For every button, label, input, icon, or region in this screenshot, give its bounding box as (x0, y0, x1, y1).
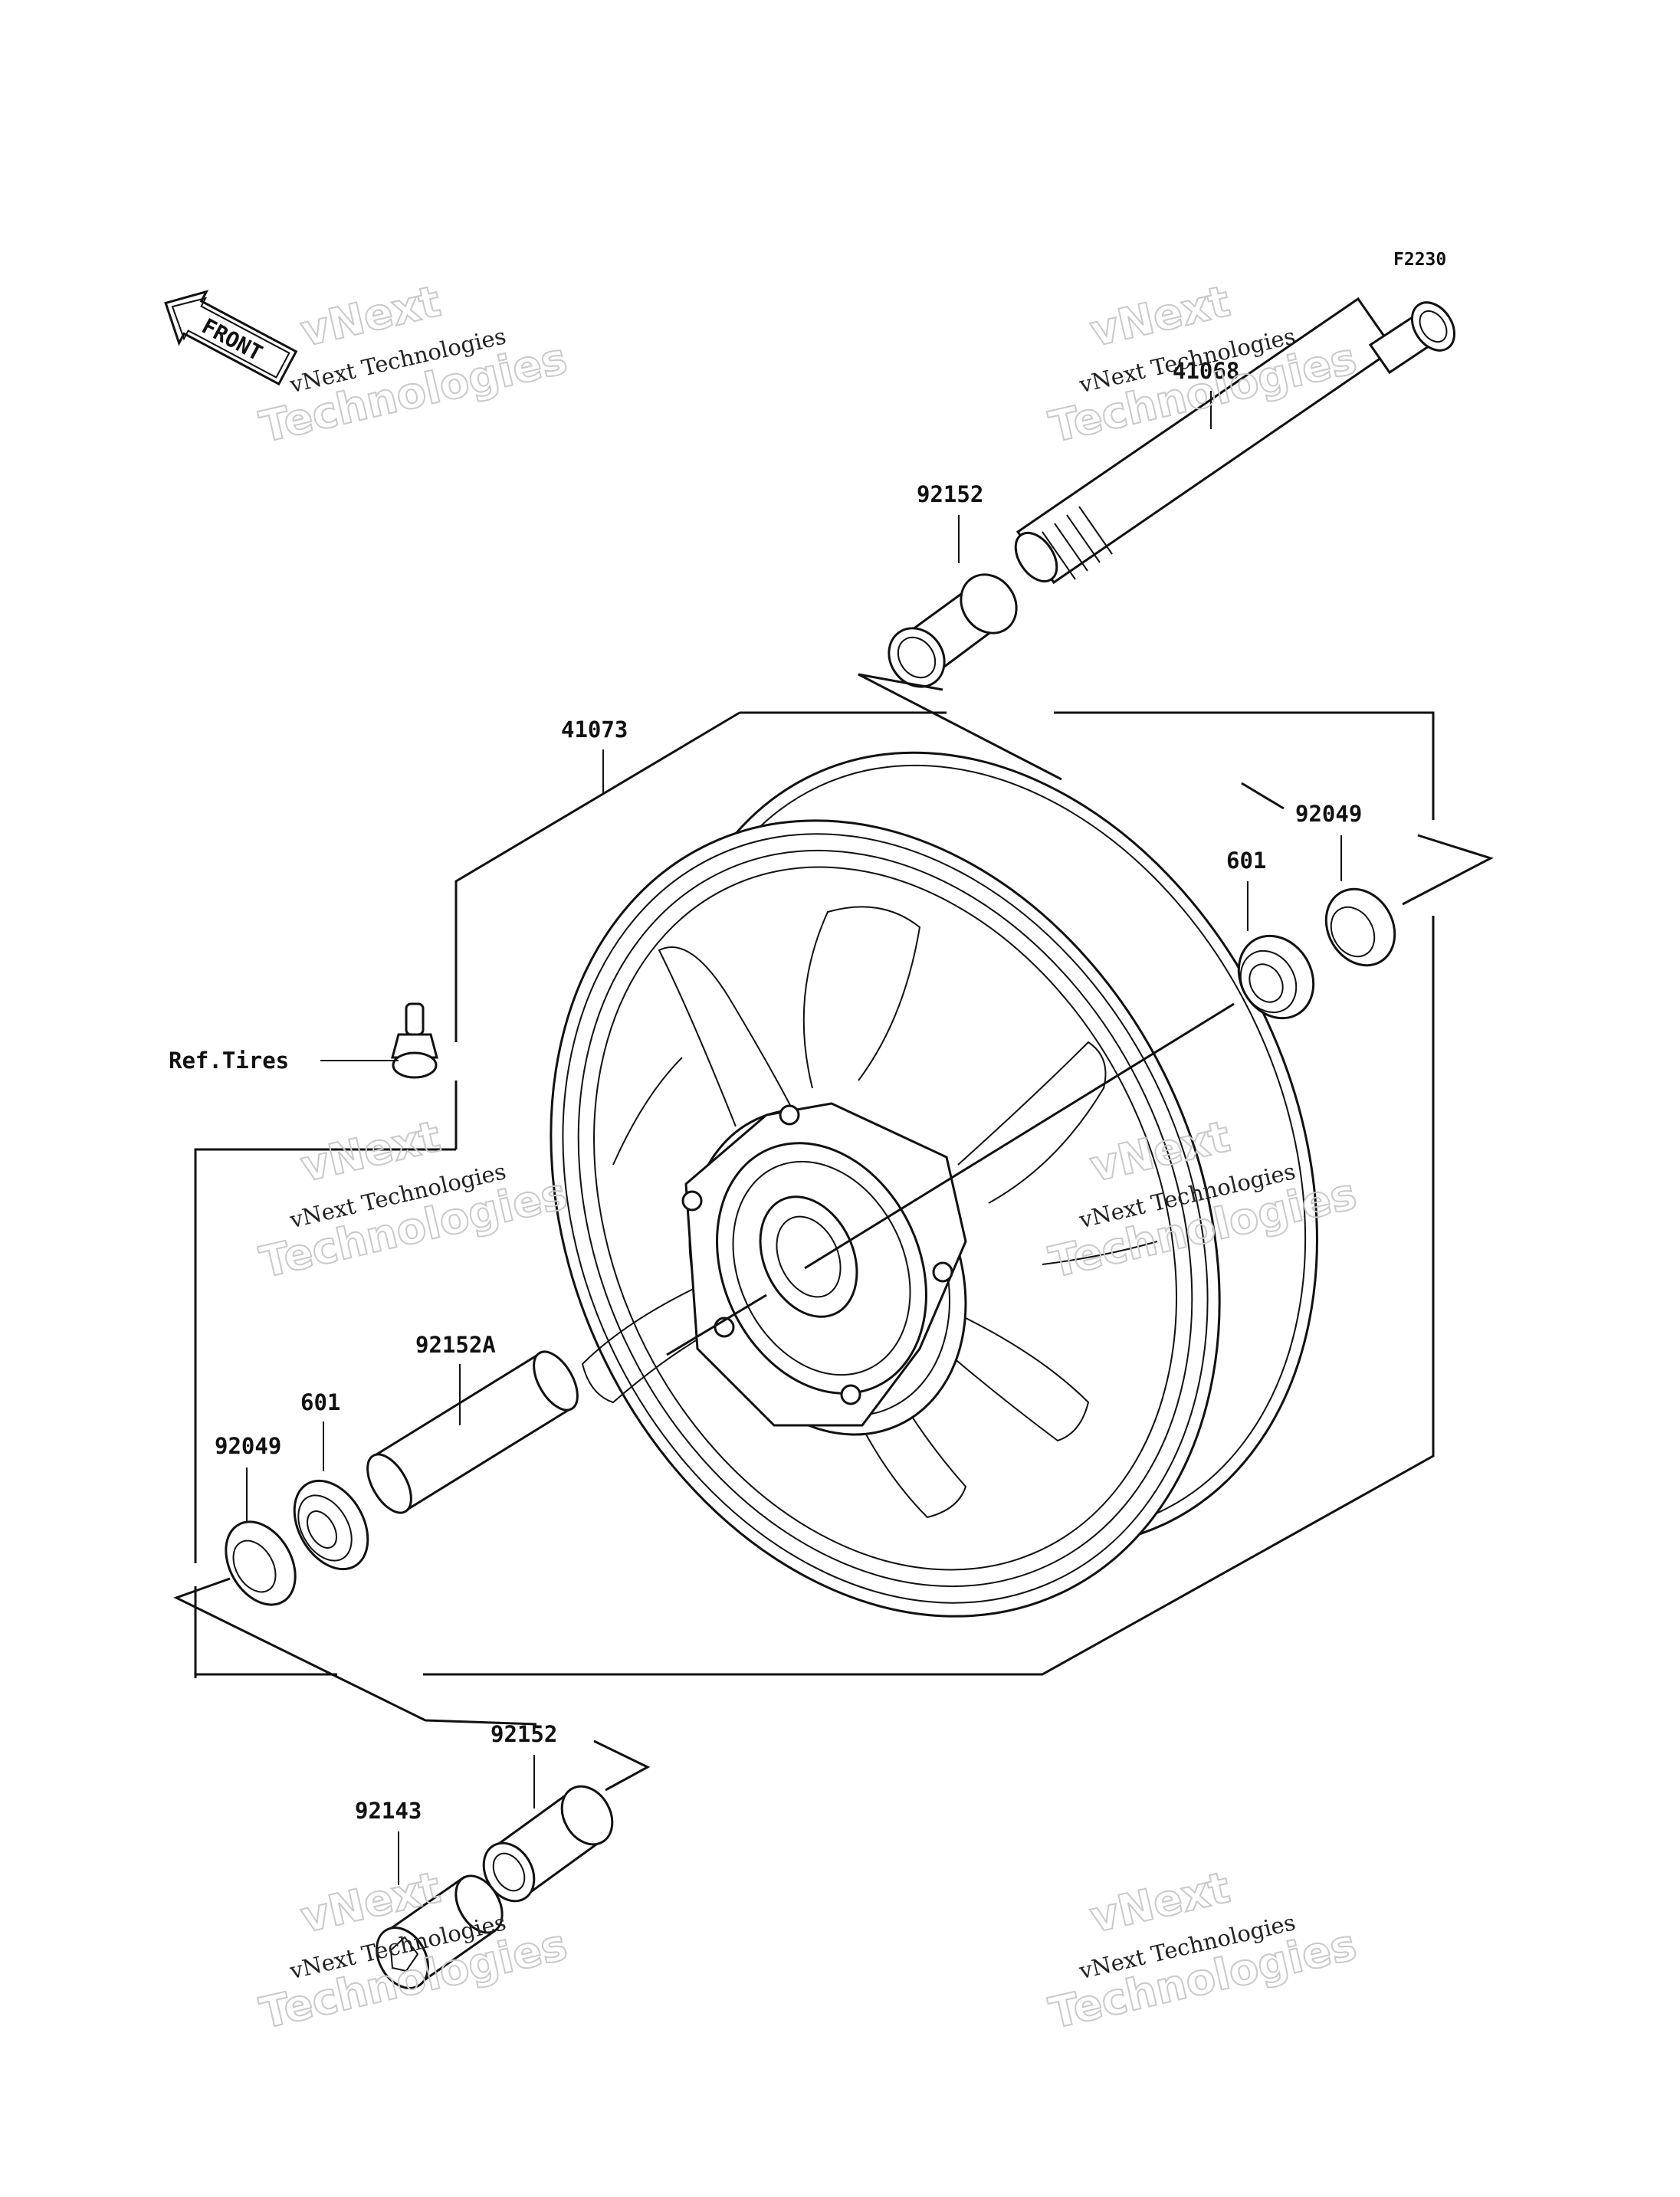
axle-part (1014, 297, 1456, 585)
collar-top-part (888, 573, 1018, 688)
label-wheel-41073: 41073 (561, 716, 628, 743)
label-bearing-left-601: 601 (300, 1389, 340, 1415)
label-bearing-right-601: 601 (1226, 848, 1266, 874)
assembly-guide-lines (173, 673, 1494, 1792)
label-axle-41068: 41068 (1173, 358, 1239, 384)
front-arrow-icon: FRONT (164, 290, 298, 386)
bearing-right-part (1237, 934, 1315, 1020)
cap-part (376, 1874, 504, 1989)
valve-stem-part (391, 1002, 438, 1079)
label-seal-left-92049: 92049 (215, 1433, 281, 1459)
label-spacer-92152A: 92152A (415, 1332, 496, 1358)
watermark-bottom-right: vNext vNext Technologies Technologies (1044, 1862, 1362, 2040)
spacer-part (366, 1350, 579, 1514)
bearing-left-part (293, 1479, 369, 1571)
seal-left-part (225, 1520, 297, 1606)
label-seal-right-92049: 92049 (1295, 801, 1362, 827)
watermark-mid-left: vNext vNext Technologies Technologies (254, 1111, 573, 1289)
seal-right-part (1324, 887, 1396, 967)
label-cap-92143: 92143 (355, 1798, 422, 1824)
label-collar-top-92152: 92152 (917, 481, 983, 507)
label-ref-tires: Ref.Tires (169, 1048, 289, 1074)
collar-bottom-part (482, 1785, 614, 1903)
label-collar-bottom-92152: 92152 (491, 1721, 557, 1747)
figure-code: F2230 (1393, 250, 1446, 270)
